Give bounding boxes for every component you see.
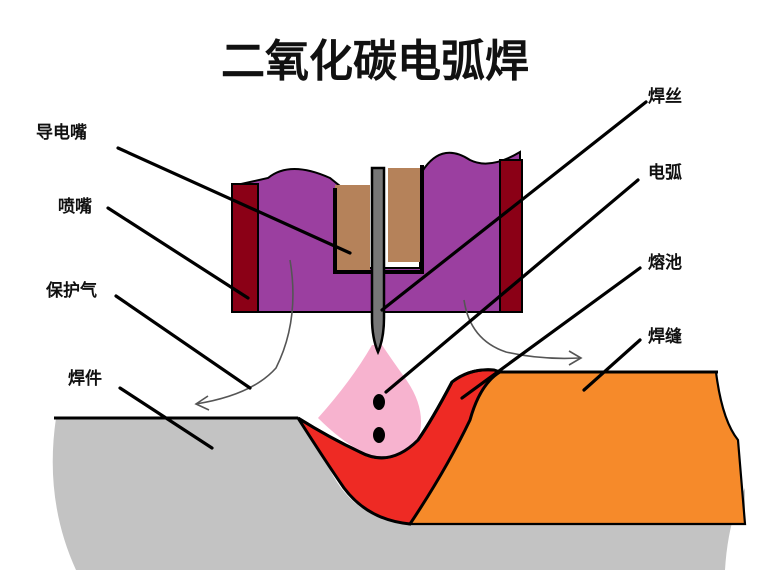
label-arc: 电弧 (648, 162, 682, 183)
leader-weld-seam (582, 338, 642, 392)
label-contact-tip: 导电嘴 (36, 122, 87, 143)
arc-shape (318, 345, 422, 457)
workpiece-shape (52, 418, 745, 570)
metal-droplet (373, 427, 385, 443)
contact-tip-shape (335, 168, 420, 270)
leader-workpiece (118, 386, 214, 450)
metal-droplet (373, 394, 385, 410)
label-nozzle: 喷嘴 (58, 197, 92, 217)
leader-wire (380, 100, 648, 312)
gas-flow-arrow-left-head (194, 395, 210, 411)
label-molten-pool: 熔池 (648, 252, 682, 273)
arc-pool-boundary (297, 368, 495, 460)
gas-flow-arrow-right-head (568, 350, 583, 366)
leader-nozzle (106, 206, 250, 300)
wire-shape (370, 166, 386, 356)
label-weld-seam: 焊缝 (648, 326, 682, 347)
nozzle-wall-left (231, 183, 259, 313)
label-wire: 焊丝 (648, 86, 682, 107)
nozzle-wall-right (499, 159, 523, 313)
label-workpiece: 焊件 (68, 368, 102, 389)
leader-molten-pool (460, 266, 642, 400)
leader-shielding-gas (114, 294, 252, 390)
diagram-title: 二氧化碳电弧焊 (221, 36, 529, 87)
gas-flow-arrow-left (195, 259, 294, 405)
leader-arc (384, 178, 640, 394)
leader-contact-tip (116, 146, 352, 255)
label-shielding-gas: 保护气 (45, 280, 97, 301)
